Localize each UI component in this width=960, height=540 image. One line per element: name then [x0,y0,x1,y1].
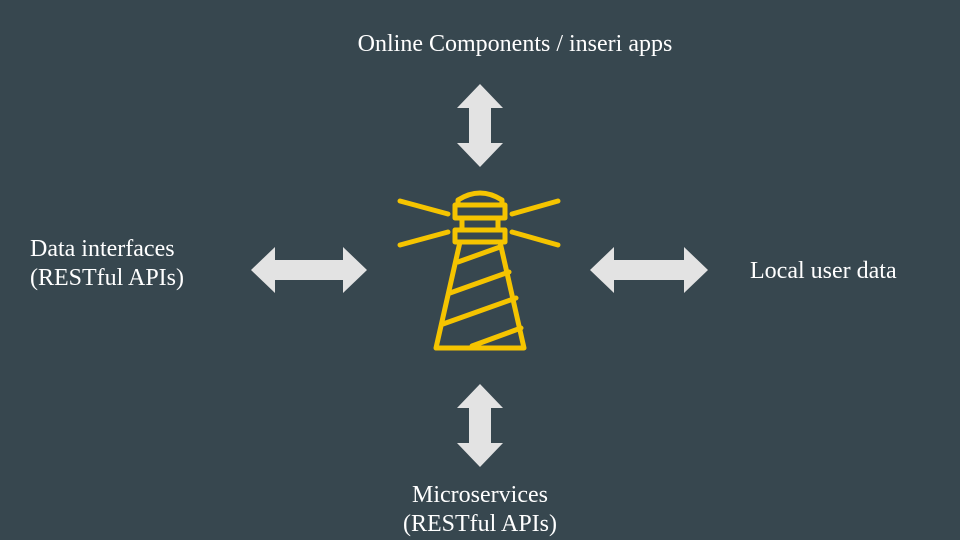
node-data-interfaces-line2: (RESTful APIs) [30,265,185,291]
node-local-user-data: Local user data [750,257,897,286]
node-microservices-line2: (RESTful APIs) [402,511,557,537]
right-double-arrow [590,247,708,293]
left-double-arrow [251,247,367,293]
top-double-arrow [457,84,503,167]
node-online-components-label: Online Components / inseri apps [357,31,673,57]
node-online-components: Online Components / inseri apps [260,30,770,59]
lighthouse-icon [397,190,561,351]
bottom-double-arrow [457,384,503,467]
node-data-interfaces-line1: Data interfaces [30,236,175,262]
node-local-user-data-label: Local user data [750,258,897,284]
node-microservices: Microservices (RESTful APIs) [330,481,630,539]
node-data-interfaces: Data interfaces (RESTful APIs) [30,235,184,293]
node-microservices-line1: Microservices [412,482,548,508]
